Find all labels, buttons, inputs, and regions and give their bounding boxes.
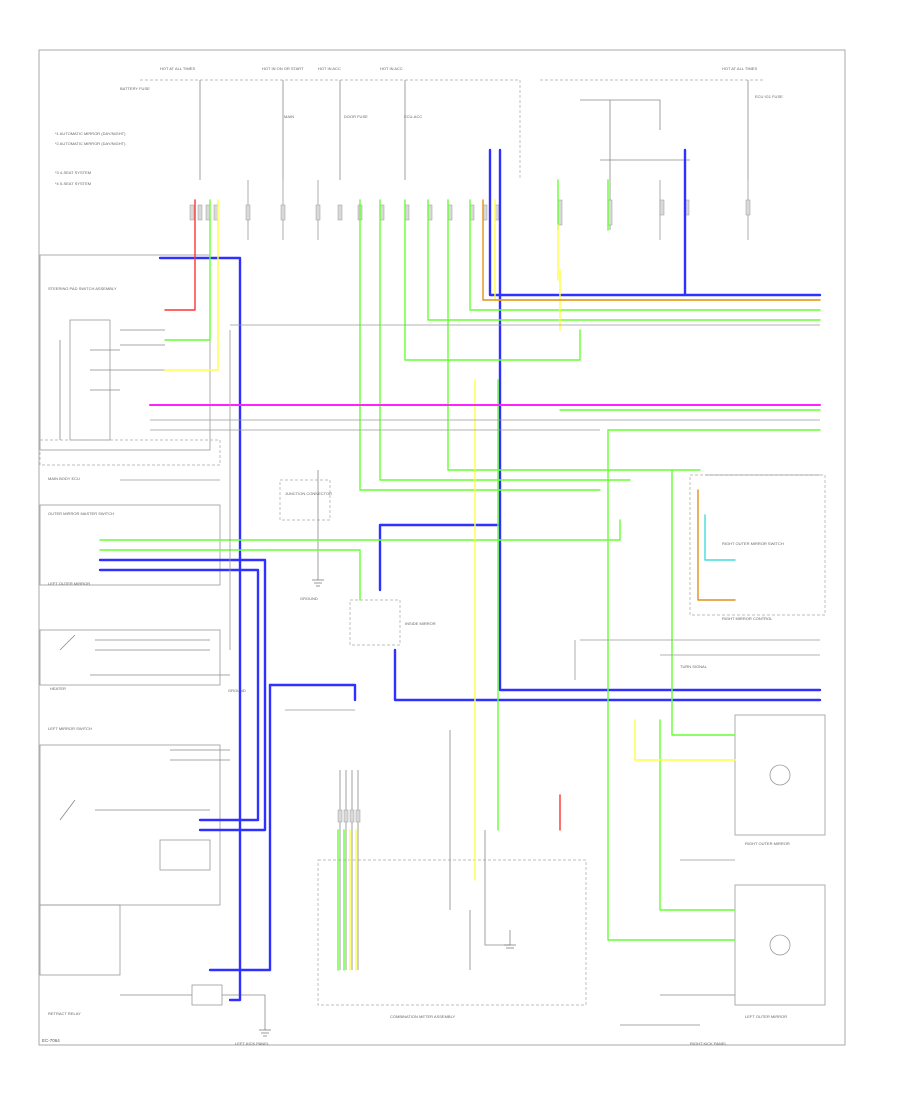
- orange-wires: [482, 199, 821, 601]
- wire-yellow-2: [494, 199, 821, 301]
- wire-blue-10: [98, 568, 260, 822]
- legend-item-3: *3 4-SEAT SYSTEM: [55, 170, 91, 175]
- wire-blue-6: [378, 523, 502, 592]
- fuse-label-2: MAIN: [284, 114, 294, 119]
- wire-blue-1: [158, 256, 242, 1002]
- wire-orange-1: [482, 199, 821, 301]
- relay-top: [580, 99, 661, 130]
- wire-blue-5: [98, 558, 267, 832]
- left-outer-mirror-label: LEFT OUTER MIRROR: [48, 581, 90, 586]
- wire-green-3: [427, 199, 821, 321]
- connector-pins: [189, 199, 751, 226]
- footer-code: EC-7064: [42, 1038, 60, 1043]
- wire-green-1: [164, 199, 211, 341]
- wire-blue-2: [488, 148, 822, 297]
- green-wires: [99, 179, 821, 971]
- right-kick-label: RIGHT KICK PANEL: [690, 1041, 728, 1046]
- wire-green-6: [379, 199, 631, 481]
- wire-blue-7: [208, 683, 272, 972]
- top-label-5: HOT AT ALL TIMES: [722, 66, 757, 71]
- wire-green-17: [337, 829, 345, 971]
- fuse-label-4: ECU-ACC: [404, 114, 422, 119]
- wire-red-1: [164, 199, 196, 311]
- wire-green-7: [359, 199, 601, 491]
- combination-meter-label: COMBINATION METER ASSEMBLY: [390, 1014, 456, 1019]
- left-mirror-switch: LEFT MIRROR SWITCH: [39, 726, 230, 906]
- fuse-label-1: BATTERY FUSE: [120, 86, 150, 91]
- fuse-label-3: DOOR FUSE: [344, 114, 368, 119]
- wire-blue-8: [268, 683, 357, 702]
- legend-item-1: *1 AUTOMATIC MIRROR (DAY/NIGHT): [55, 131, 126, 136]
- left-outer-mirror-right: LEFT OUTER MIRROR RIGHT KICK PANEL: [620, 884, 826, 1046]
- wire-blue-9: [393, 648, 822, 702]
- wire-green-13: [659, 719, 736, 911]
- wire-green-9: [99, 549, 361, 601]
- top-label-4: HOT IN ACC: [380, 66, 403, 71]
- top-rail-left: [140, 79, 521, 180]
- top-labels: HOT AT ALL TIMES HOT IN ON OR START HOT …: [120, 66, 783, 119]
- legend-item-4: *4 5-SEAT SYSTEM: [55, 181, 91, 186]
- turn-signal-label: TURN SIGNAL: [680, 664, 708, 669]
- junction-connector: JUNCTION CONNECTOR GROUND: [279, 470, 332, 601]
- top-label-3: HOT IN ACC: [318, 66, 341, 71]
- legend-item-2: *2 AUTOMATIC MIRROR (DAY/NIGHT): [55, 141, 126, 146]
- ground-center-label: GROUND: [300, 596, 318, 601]
- wire-green-2: [404, 199, 581, 361]
- heater-label: HEATER: [50, 686, 66, 691]
- top-label-1: HOT AT ALL TIMES: [160, 66, 195, 71]
- blue-wires: [98, 148, 822, 1002]
- wire-green-14: [607, 429, 736, 941]
- red-wires: [164, 199, 561, 831]
- mirror-master-label: OUTER MIRROR MASTER SWITCH: [48, 511, 114, 516]
- ground-symbols: [259, 579, 516, 1037]
- main-body-ecu-label: MAIN BODY ECU: [48, 476, 80, 481]
- wire-yellow-6: [349, 829, 357, 971]
- main-body-ecu: MAIN BODY ECU: [39, 439, 221, 481]
- junction-label: JUNCTION CONNECTOR: [285, 491, 332, 496]
- fuse-label-5: ECU IG1 FUSE: [755, 94, 783, 99]
- top-label-2: HOT IN ON OR START: [262, 66, 304, 71]
- inside-mirror-label: INSIDE MIRROR: [405, 621, 436, 626]
- wire-blue-4: [498, 148, 822, 692]
- wire-green-4: [447, 199, 701, 471]
- yellow-wires: [164, 199, 821, 971]
- wire-cyan-1: [704, 514, 736, 561]
- right-mirror-switch-label: RIGHT OUTER MIRROR SWITCH: [722, 541, 784, 546]
- cyan-wires: [704, 514, 736, 561]
- left-outer-mirror-r-label: LEFT OUTER MIRROR: [745, 1014, 787, 1019]
- legend: *1 AUTOMATIC MIRROR (DAY/NIGHT) *2 AUTOM…: [55, 131, 126, 186]
- gray-wires: [120, 324, 820, 861]
- wire-yellow-1: [164, 199, 219, 371]
- right-outer-mirror-label: RIGHT OUTER MIRROR: [745, 841, 790, 846]
- wire-yellow-5: [634, 719, 736, 761]
- wire-green-5: [469, 199, 821, 311]
- steering-label: STEERING PAD SWITCH ASSEMBLY: [48, 286, 117, 291]
- diagram-frame: [38, 49, 846, 1046]
- wire-green-8: [99, 519, 621, 541]
- retract-relay-label: RETRACT RELAY: [48, 1011, 81, 1016]
- wire-orange-2: [697, 489, 736, 601]
- inside-mirror: INSIDE MIRROR: [349, 599, 436, 646]
- left-mirror-switch-label: LEFT MIRROR SWITCH: [48, 726, 92, 731]
- right-outer-mirror: RIGHT OUTER MIRROR: [734, 714, 826, 846]
- retract-relay-block: RETRACT RELAY LEFT KICK PANEL: [39, 904, 270, 1046]
- wire-green-12: [671, 469, 736, 736]
- ground-left-label: GROUND: [228, 688, 246, 693]
- right-mirror-ctrl-label: RIGHT MIRROR CONTROL: [722, 616, 773, 621]
- combination-meter: COMBINATION METER ASSEMBLY: [317, 730, 587, 1019]
- steering-assembly: STEERING PAD SWITCH ASSEMBLY: [39, 254, 211, 451]
- left-kick-label: LEFT KICK PANEL: [235, 1041, 270, 1046]
- left-outer-mirror-block: LEFT OUTER MIRROR HEATER GROUND: [39, 581, 246, 693]
- mirror-master-switch: OUTER MIRROR MASTER SWITCH: [39, 504, 221, 586]
